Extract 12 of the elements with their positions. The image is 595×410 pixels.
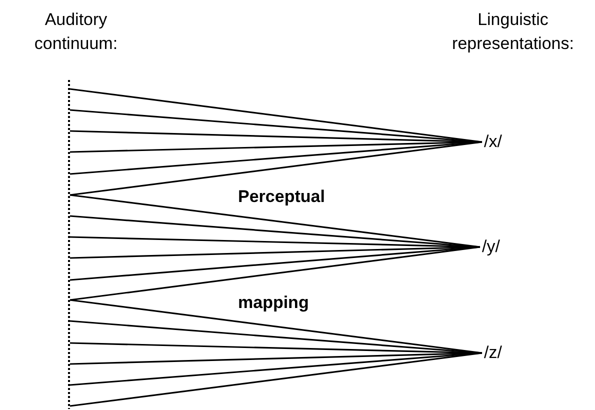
mapping-line — [70, 141, 482, 175]
axis-heading: Auditory continuum: — [33, 9, 119, 55]
mapping-line — [70, 352, 482, 407]
mapping-line — [70, 246, 480, 301]
phoneme-label: /y/ — [482, 235, 500, 259]
mapping-line — [70, 141, 482, 196]
mapping-line — [70, 352, 482, 386]
phoneme-label: /z/ — [484, 341, 502, 365]
axis-heading: Linguistic representations: — [451, 9, 575, 55]
diagram-label: Perceptual — [238, 186, 325, 208]
diagram-label: mapping — [238, 292, 309, 314]
phoneme-label: /x/ — [484, 130, 502, 154]
